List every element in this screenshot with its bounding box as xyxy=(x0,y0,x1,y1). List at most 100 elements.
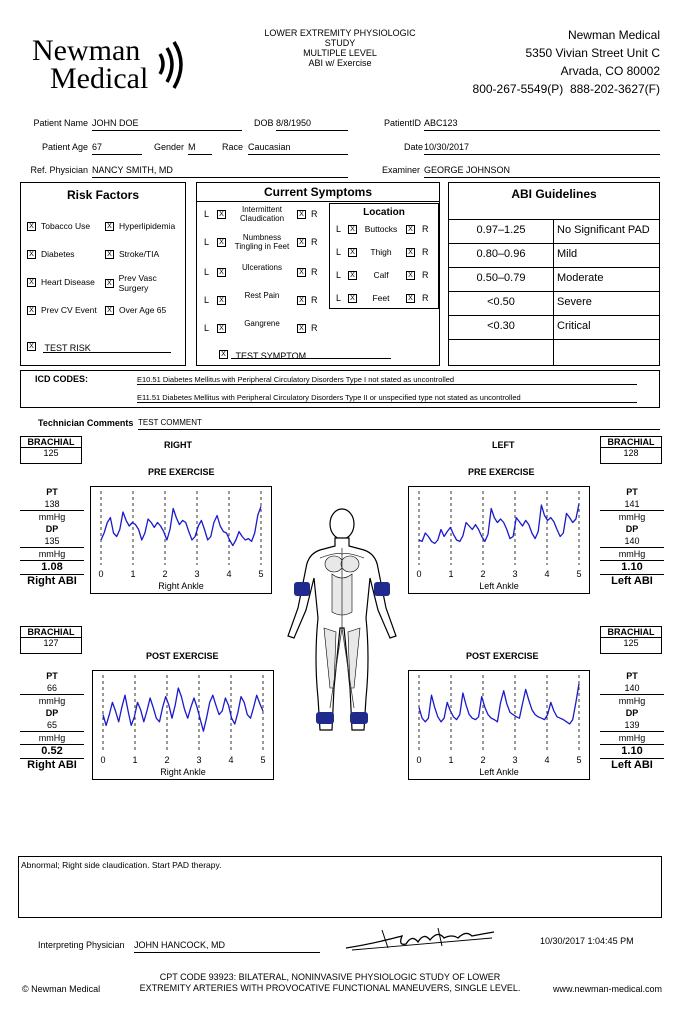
brachial-value: 125 xyxy=(21,447,81,458)
signature-datetime: 10/30/2017 1:04:45 PM xyxy=(540,936,634,946)
pt-label: PT xyxy=(46,487,58,497)
location-left-checkbox[interactable]: X xyxy=(348,294,357,303)
waveform-series xyxy=(100,506,262,547)
x-axis-label: Left Ankle xyxy=(479,581,519,591)
symptom-left-label: L xyxy=(204,295,210,305)
patient-id-value: ABC123 xyxy=(424,118,660,131)
logo-line1: Newman xyxy=(32,34,141,67)
brachial-pre-right: BRACHIAL 125 xyxy=(20,436,82,464)
risk-factors-title: Risk Factors xyxy=(66,188,140,202)
abi-label: Left ABI xyxy=(600,758,664,772)
abi-value: 1.10 xyxy=(621,745,643,757)
x-tick-label: 3 xyxy=(196,755,201,765)
location-right-checkbox[interactable]: X xyxy=(406,225,415,234)
location-right-checkbox[interactable]: X xyxy=(406,294,415,303)
abi-row-divider xyxy=(449,339,659,340)
x-tick-label: 4 xyxy=(544,755,549,765)
symptom-right-label: R xyxy=(311,295,318,305)
abi-guidelines-title: ABI Guidelines xyxy=(511,187,597,201)
symptom-right-checkbox[interactable]: X xyxy=(297,238,306,247)
location-left-checkbox[interactable]: X xyxy=(348,225,357,234)
examiner-value: GEORGE JOHNSON xyxy=(424,165,660,178)
risk-other-checkbox[interactable]: X xyxy=(27,342,36,352)
gender-label: Gender xyxy=(154,142,185,152)
x-tick-label: 0 xyxy=(416,755,421,765)
company-name: Newman Medical xyxy=(567,28,660,42)
pt-label: PT xyxy=(46,671,58,681)
x-tick-label: 2 xyxy=(164,755,169,765)
footer-cpt: CPT CODE 93923: BILATERAL, NONINVASIVE P… xyxy=(130,972,530,994)
brachial-value: 125 xyxy=(601,637,661,648)
icd-code-1: E10.51 Diabetes Mellitus with Peripheral… xyxy=(137,375,637,385)
symptom-right-checkbox[interactable]: X xyxy=(297,210,306,219)
waveform-series xyxy=(102,687,264,732)
symptom-right-checkbox[interactable]: X xyxy=(297,296,306,305)
brachial-label: BRACHIAL xyxy=(607,627,655,637)
left-side-label: LEFT xyxy=(492,440,515,450)
report-title-line2: STUDY xyxy=(324,38,356,48)
x-tick-label: 1 xyxy=(448,569,453,579)
brachial-label: BRACHIAL xyxy=(607,437,655,447)
x-tick-label: 5 xyxy=(576,755,581,765)
dp-unit: mmHg xyxy=(20,548,84,561)
x-tick-label: 0 xyxy=(100,755,105,765)
symptom-right-label: R xyxy=(311,323,318,333)
symptom-left-checkbox[interactable]: X xyxy=(217,238,226,247)
symptom-left-checkbox[interactable]: X xyxy=(217,296,226,305)
abi-severity: Severe xyxy=(557,296,592,308)
symptom-left-label: L xyxy=(204,237,210,247)
risk-factor-checkbox[interactable]: X xyxy=(27,305,36,315)
risk-factor-checkbox[interactable]: X xyxy=(105,249,114,259)
risk-factor-checkbox[interactable]: X xyxy=(105,305,114,315)
patient-name-label: Patient Name xyxy=(33,118,88,128)
race-value: Caucasian xyxy=(248,142,348,155)
x-axis-label: Right Ankle xyxy=(158,581,204,591)
logo-line2: Medical xyxy=(50,62,149,95)
risk-factor-checkbox[interactable]: X xyxy=(27,249,36,259)
symptom-label: Rest Pain xyxy=(244,291,280,300)
location-right-checkbox[interactable]: X xyxy=(406,248,415,257)
waveform-series xyxy=(418,683,580,725)
symptom-left-checkbox[interactable]: X xyxy=(217,324,226,333)
interpretation-text: Abnormal; Right side claudication. Start… xyxy=(21,860,222,870)
symptom-right-checkbox[interactable]: X xyxy=(297,324,306,333)
abi-label: Right ABI xyxy=(20,758,84,772)
symptom-right-checkbox[interactable]: X xyxy=(297,268,306,277)
dp-label: DP xyxy=(45,708,59,718)
symptom-label: Gangrene xyxy=(244,319,280,328)
ref-physician-label: Ref. Physician xyxy=(30,165,88,175)
x-tick-label: 4 xyxy=(544,569,549,579)
risk-factor-checkbox[interactable]: X xyxy=(27,221,36,231)
location-right-checkbox[interactable]: X xyxy=(406,271,415,280)
x-tick-label: 5 xyxy=(260,755,265,765)
dob-label: DOB xyxy=(254,118,274,128)
symptom-label: Intermittent Claudication xyxy=(239,205,285,223)
risk-factor-checkbox[interactable]: X xyxy=(105,278,114,288)
icd-codes-label: ICD CODES: xyxy=(35,374,89,384)
location-left-checkbox[interactable]: X xyxy=(348,271,357,280)
symptom-left-checkbox[interactable]: X xyxy=(217,268,226,277)
x-tick-label: 5 xyxy=(576,569,581,579)
risk-factor-checkbox[interactable]: X xyxy=(27,277,36,287)
symptom-left-checkbox[interactable]: X xyxy=(217,210,226,219)
risk-factor-label: Tobacco Use xyxy=(41,221,91,231)
risk-factor-checkbox[interactable]: X xyxy=(105,221,114,231)
symptom-other-line xyxy=(231,358,391,359)
abi-severity: No Significant PAD xyxy=(557,224,650,236)
post-exercise-right-label: POST EXERCISE xyxy=(146,651,219,661)
company-address1: 5350 Vivian Street Unit C xyxy=(525,46,660,60)
interpretation-panel: Abnormal; Right side claudication. Start… xyxy=(18,856,662,918)
symptom-other-checkbox[interactable]: X xyxy=(219,350,228,360)
risk-other-line xyxy=(43,352,171,353)
location-left-checkbox[interactable]: X xyxy=(348,248,357,257)
x-tick-label: 2 xyxy=(480,569,485,579)
risk-factor-label: Over Age 65 xyxy=(119,305,167,315)
symptom-right-label: R xyxy=(311,237,318,247)
